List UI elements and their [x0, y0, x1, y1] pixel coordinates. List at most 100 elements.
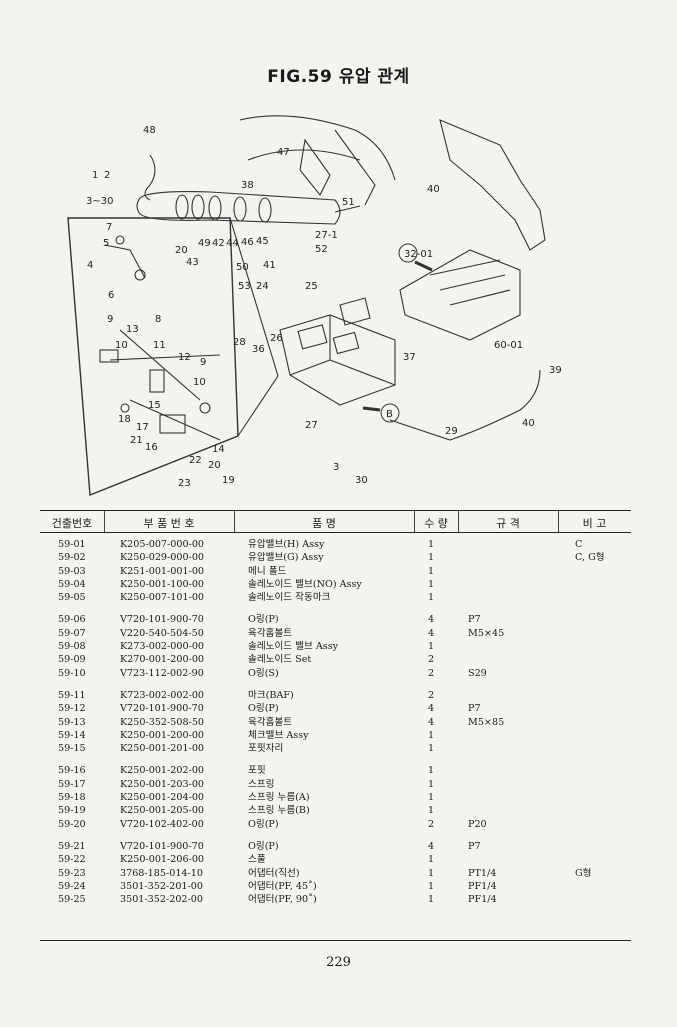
callout: 6 [108, 290, 114, 301]
qty-cell: 2 [427, 818, 435, 830]
part-name-cell: O링(P) [248, 703, 279, 715]
part-no-cell: 3768-185-014-10 [120, 867, 203, 879]
callout: 16 [145, 442, 158, 453]
qty-cell: 2 [427, 667, 435, 679]
part-no-cell: K270-001-200-00 [120, 654, 205, 666]
table-header: 건출번호 부 품 번 호 품 명 수 량 규 격 비 고 [40, 510, 631, 533]
part-no-cell: K250-001-205-00 [120, 805, 205, 817]
part-name-cell: 포핏 [248, 765, 266, 777]
callout: 17 [136, 422, 149, 433]
qty-cell: 1 [427, 592, 435, 604]
callout: 40 [522, 418, 535, 429]
callout: 12 [178, 352, 191, 363]
callout: 5 [103, 238, 109, 249]
callout: 29 [445, 426, 458, 437]
callout: 10 [193, 377, 206, 388]
ref-no-cell: 59-24 [58, 880, 86, 892]
callout: 40 [427, 184, 440, 195]
callout: B [386, 409, 393, 420]
spec-cell: PT1/4 [468, 867, 497, 879]
qty-cell: 1 [427, 867, 435, 879]
callout: 38 [241, 180, 254, 191]
qty-cell: 1 [427, 743, 435, 755]
spec-cell: M5×85 [468, 716, 505, 728]
ref-no-cell: 59-13 [58, 716, 86, 728]
qty-cell: 4 [427, 716, 435, 728]
part-name-cell: 유압밸브(H) Assy [248, 539, 325, 550]
part-no-cell: V723-112-002-90 [120, 667, 204, 679]
qty-cell: 4 [427, 614, 435, 626]
diagram-callouts: 48 1 2 3~30 4 5 6 7 8 9 10 11 12 13 9 10… [86, 125, 562, 489]
callout: 53 [238, 281, 251, 292]
callout: 28 [233, 337, 246, 348]
qty-cell: 4 [427, 703, 435, 715]
col-header-spec: 규 격 [496, 517, 520, 530]
callout: 48 [143, 125, 156, 136]
qty-cell: 1 [427, 792, 435, 804]
callout: 25 [305, 281, 318, 292]
callout: 3~30 [86, 196, 113, 207]
callout: 19 [222, 475, 235, 486]
qty-cell: 1 [427, 854, 435, 866]
spec-cell: P7 [468, 614, 481, 626]
ref-no-cell: 59-04 [58, 578, 86, 590]
callout: 47 [277, 147, 290, 158]
part-name-cell: 어댑터(PF, 90˚) [248, 894, 317, 906]
part-no-cell: V220-540-504-50 [120, 627, 204, 639]
qty-cell: 1 [427, 539, 435, 550]
qty-cell: 1 [427, 565, 435, 577]
callout: 13 [126, 324, 139, 335]
part-no-cell: 3501-352-202-00 [120, 894, 203, 906]
ref-no-cell: 59-09 [58, 654, 86, 666]
qty-cell: 4 [427, 627, 435, 639]
col-header-remark: 비 고 [582, 517, 607, 530]
part-no-cell: V720-101-900-70 [120, 703, 204, 715]
ref-no-cell: 59-16 [58, 765, 86, 777]
part-no-cell: K250-001-204-00 [120, 792, 205, 804]
ref-no-cell: 59-12 [58, 703, 86, 715]
spec-cell: P7 [468, 703, 481, 715]
part-name-cell: 포핏자리 [248, 743, 284, 755]
callout: 27 [305, 420, 318, 431]
table-row: 59-12 V720-101-900-70 O링(P) 4 P7 [40, 702, 631, 715]
ref-no-cell: 59-19 [58, 805, 86, 817]
ref-no-cell: 59-11 [58, 689, 86, 701]
callout: 26 [270, 333, 283, 344]
part-no-cell: K251-001-001-00 [120, 565, 205, 577]
ref-no-cell: 59-18 [58, 792, 86, 804]
qty-cell: 1 [427, 805, 435, 817]
ref-no-cell: 59-07 [58, 627, 86, 639]
ref-no-cell: 59-10 [58, 667, 86, 679]
qty-cell: 1 [427, 729, 435, 741]
callout: 44 [226, 238, 239, 249]
part-no-cell: V720-101-900-70 [120, 614, 204, 626]
callout: 43 [186, 257, 199, 268]
callout: 14 [212, 444, 225, 455]
ref-no-cell: 59-23 [58, 867, 86, 879]
col-header-name: 품 명 [312, 517, 336, 530]
part-name-cell: 어댑터(PF, 45˚) [248, 880, 317, 892]
ref-no-cell: 59-15 [58, 743, 86, 755]
callout: 42 [212, 238, 225, 249]
callout: 22 [189, 455, 202, 466]
page-title: FIG.59 유압 관계 [267, 67, 410, 87]
callout: 4 [87, 260, 93, 271]
part-no-cell: K723-002-002-00 [120, 689, 205, 701]
ref-no-cell: 59-25 [58, 894, 86, 906]
